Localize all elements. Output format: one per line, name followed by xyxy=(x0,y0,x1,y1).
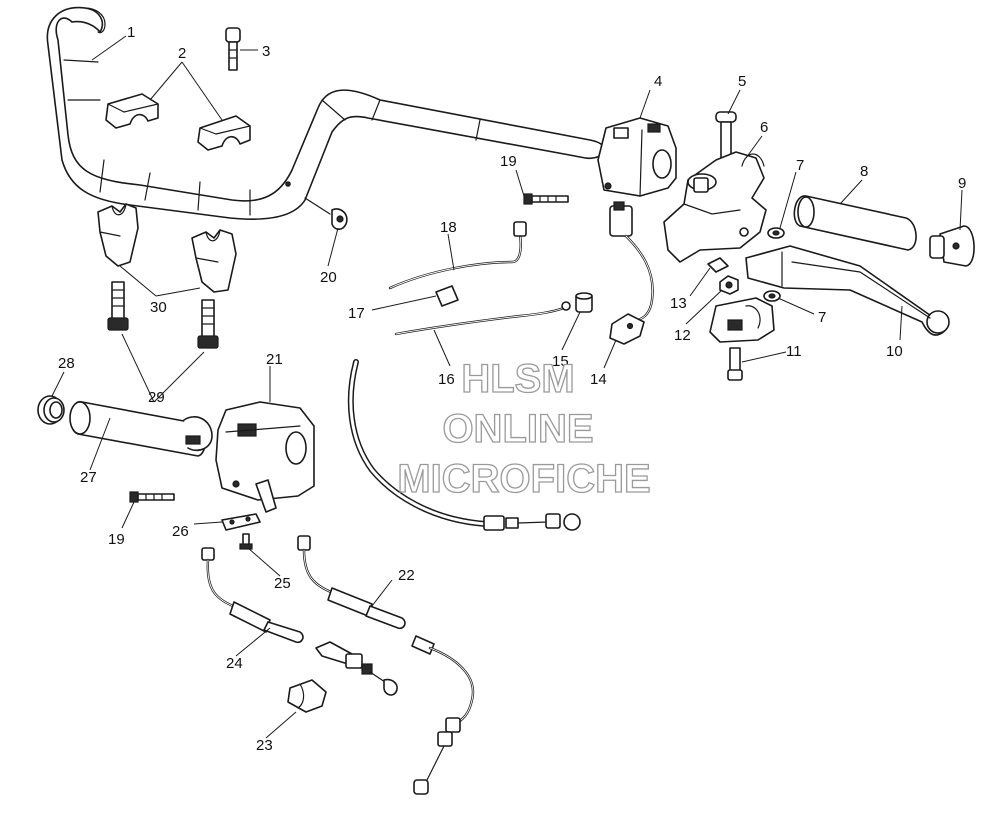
leader-lines xyxy=(51,35,963,739)
callout-19-upper: 19 xyxy=(500,153,517,170)
grip-end-ring xyxy=(37,395,65,425)
callout-7-upper: 7 xyxy=(796,157,804,174)
cable-ferrule xyxy=(435,285,459,307)
mirror-mount-clip xyxy=(304,197,348,231)
bracket-screw xyxy=(239,533,253,550)
right-switch-housing xyxy=(597,117,677,197)
callout-14: 14 xyxy=(590,371,607,388)
callout-1: 1 xyxy=(127,24,135,41)
callout-23: 23 xyxy=(256,737,273,754)
callout-13: 13 xyxy=(670,295,687,312)
housing-screw-upper xyxy=(523,193,569,205)
lower-clamp-bolt xyxy=(727,347,743,381)
riser-left xyxy=(97,203,139,267)
watermark-line-3: MICROFICHE xyxy=(397,457,650,501)
throttle-cable-close xyxy=(297,535,406,630)
callout-3: 3 xyxy=(262,43,270,60)
cable-adjuster xyxy=(315,641,398,696)
housing-screw-lower xyxy=(129,491,175,503)
bar-end-weight xyxy=(929,225,975,267)
cable-end-cap xyxy=(575,292,593,313)
throttle-cable-open xyxy=(201,547,304,644)
callout-28: 28 xyxy=(58,355,75,372)
callout-25: 25 xyxy=(274,575,291,592)
riser-bolt-left xyxy=(107,281,129,331)
callout-8: 8 xyxy=(860,163,868,180)
watermark-line-2: ONLINE xyxy=(442,407,593,451)
lever-clamp-bracket xyxy=(663,151,767,263)
washer-upper xyxy=(767,227,785,239)
lever-nut xyxy=(719,275,739,295)
callout-24: 24 xyxy=(226,655,243,672)
callout-9: 9 xyxy=(958,175,966,192)
washer-lower xyxy=(763,290,781,302)
callout-4: 4 xyxy=(654,73,662,90)
callout-6: 6 xyxy=(760,119,768,136)
lower-clamp xyxy=(709,297,775,343)
hose-upper xyxy=(388,221,527,290)
throttle-grip-right xyxy=(793,195,917,251)
callout-26: 26 xyxy=(172,523,189,540)
callout-19-lower: 19 xyxy=(108,531,125,548)
callout-7-lower: 7 xyxy=(818,309,826,326)
callout-29: 29 xyxy=(148,389,165,406)
handlebar xyxy=(46,6,606,220)
cable-clip xyxy=(287,679,327,713)
riser-bolt-right xyxy=(197,299,219,349)
callout-27: 27 xyxy=(80,469,97,486)
clamp-bolt xyxy=(225,27,241,71)
riser-right xyxy=(191,229,237,293)
watermark-line-1: HLSM xyxy=(461,357,574,401)
callout-2: 2 xyxy=(178,45,186,62)
clutch-cable-long xyxy=(347,359,581,531)
callout-21: 21 xyxy=(266,351,283,368)
brake-lever xyxy=(745,245,950,336)
brake-switch-harness xyxy=(609,201,654,345)
callout-22: 22 xyxy=(398,567,415,584)
callout-17: 17 xyxy=(348,305,365,322)
clutch-cable-short xyxy=(394,301,571,336)
callout-12: 12 xyxy=(674,327,691,344)
pivot-shim xyxy=(707,257,729,273)
callout-16: 16 xyxy=(438,371,455,388)
watermark: HLSM ONLINE MICROFICHE xyxy=(397,356,652,501)
throttle-cable-long xyxy=(411,635,475,795)
callout-labels: 1 2 3 4 5 6 7 7 8 9 10 11 12 13 14 15 16… xyxy=(58,24,966,754)
cable-bracket xyxy=(221,513,261,531)
upper-clamp-left xyxy=(105,93,159,129)
callout-11: 11 xyxy=(786,343,802,360)
callout-30: 30 xyxy=(150,299,167,316)
callout-15: 15 xyxy=(552,353,569,370)
callout-18: 18 xyxy=(440,219,457,236)
left-switch-housing xyxy=(215,401,315,513)
upper-clamp-right xyxy=(197,115,251,151)
callout-10: 10 xyxy=(886,343,903,360)
callout-5: 5 xyxy=(738,73,746,90)
grip-left xyxy=(69,401,213,457)
callout-20: 20 xyxy=(320,269,337,286)
